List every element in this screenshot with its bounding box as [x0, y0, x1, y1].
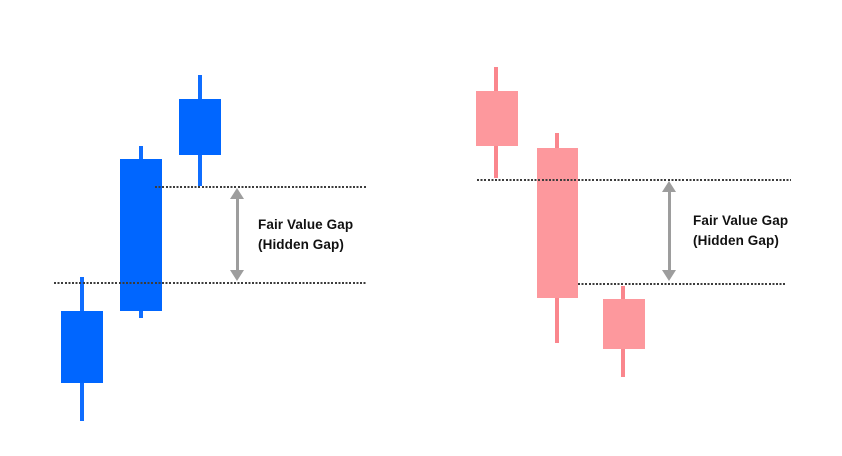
right-candle-3-body [603, 299, 645, 349]
left-arrow-down-head-icon [230, 270, 244, 281]
left-candle-3-body [179, 99, 221, 155]
left-candle-2-body [120, 159, 162, 311]
fvg-label-right-line2: (Hidden Gap) [693, 233, 779, 248]
right-arrow-shaft [667, 190, 671, 272]
left-arrow-up-head-icon [230, 188, 244, 199]
right-gap-lower-line [578, 283, 787, 285]
right-arrow-down-head-icon [662, 270, 676, 281]
left-arrow-shaft [235, 197, 239, 272]
left-gap-range-arrow [230, 188, 244, 281]
right-candle-1-body [476, 91, 518, 146]
left-gap-lower-line [54, 282, 367, 284]
fvg-label-right-line1: Fair Value Gap [693, 213, 789, 228]
fvg-label-left: Fair Value Gap (Hidden Gap) [258, 215, 353, 255]
fvg-label-left-line1: Fair Value Gap [258, 217, 354, 232]
right-candle-2-body [537, 148, 578, 298]
left-gap-upper-line [155, 186, 367, 188]
right-gap-range-arrow [662, 181, 676, 281]
fvg-label-left-line2: (Hidden Gap) [258, 237, 344, 252]
left-candle-1-body [61, 311, 103, 383]
fvg-label-right: Fair Value Gap (Hidden Gap) [693, 211, 788, 251]
right-gap-upper-line [477, 179, 791, 181]
right-arrow-up-head-icon [662, 181, 676, 192]
